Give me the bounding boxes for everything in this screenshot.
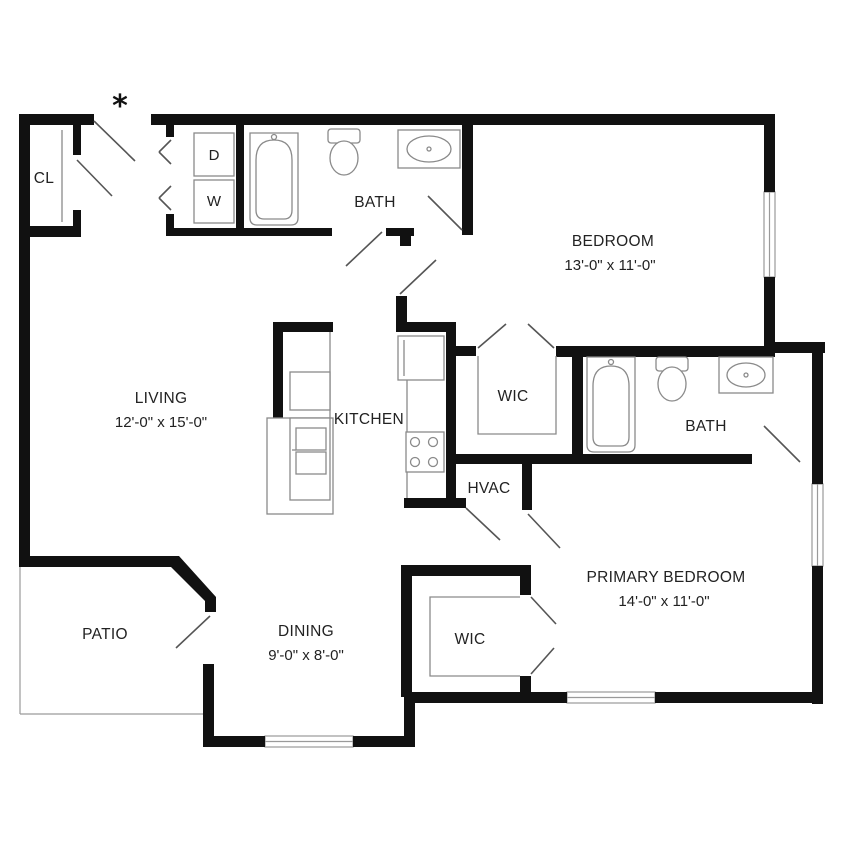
bedroom-dimensions: 13'-0" x 11'-0" [564, 257, 655, 274]
primary-bedroom-label: PRIMARY BEDROOM [587, 569, 746, 586]
dryer-icon [193, 132, 235, 177]
toilet-icon [327, 128, 361, 176]
bathtub-icon [249, 132, 299, 226]
stove-icon [405, 431, 445, 473]
patio-label: PATIO [82, 626, 128, 643]
dining-label: DINING [278, 623, 334, 640]
bath-label: BATH [685, 418, 726, 435]
living-dimensions: 12'-0" x 15'-0" [115, 414, 207, 431]
living-label: LIVING [135, 390, 188, 407]
washer-icon [193, 179, 235, 224]
sink-icon [397, 129, 461, 169]
dryer-label: D [209, 147, 220, 164]
wic-label: WIC [497, 388, 528, 405]
fridge-icon [397, 335, 445, 381]
hvac-label: HVAC [467, 480, 510, 497]
entry-marker: * [112, 89, 128, 124]
kitchen-label: KITCHEN [334, 411, 404, 428]
closet-label: CL [34, 170, 54, 187]
fixtures [61, 128, 774, 677]
dishwasher-icon [289, 371, 331, 411]
dining-dimensions: 9'-0" x 8'-0" [268, 647, 344, 664]
sink-icon [718, 356, 774, 394]
patio-outline [19, 565, 203, 715]
washer-label: W [207, 193, 222, 210]
primary-bedroom-dimensions: 14'-0" x 11'-0" [618, 593, 709, 610]
doors [76, 120, 801, 675]
kitchen-sink-icon [292, 427, 327, 475]
bedroom-label: BEDROOM [572, 233, 654, 250]
bath-label: BATH [354, 194, 395, 211]
windows [264, 191, 824, 748]
bathtub-icon [586, 356, 636, 453]
wic-label: WIC [454, 631, 485, 648]
walls [19, 114, 825, 747]
toilet-icon [655, 356, 689, 402]
